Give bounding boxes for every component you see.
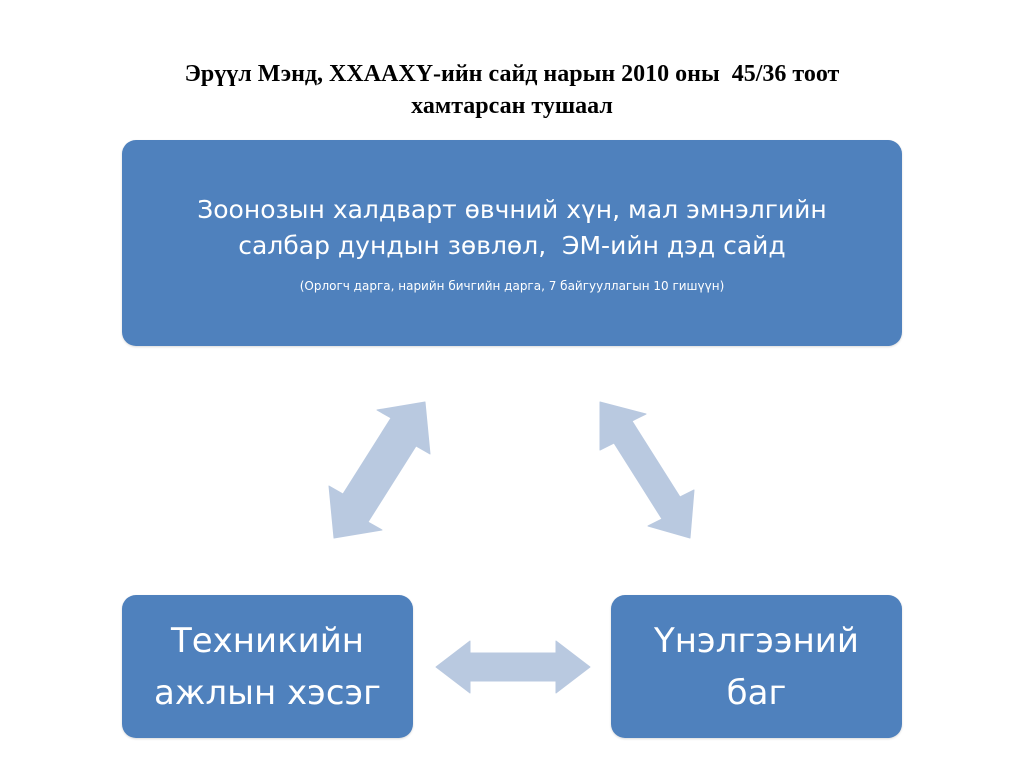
- assessment-team-label: Үнэлгээний баг: [654, 620, 859, 713]
- double-arrow-left-diagonal: [328, 401, 431, 539]
- double-arrow-right-diagonal: [599, 401, 695, 539]
- assessment-team-box: Үнэлгээний баг: [611, 595, 902, 738]
- technical-working-group-box: Техникийн ажлын хэсэг: [122, 595, 413, 738]
- council-box: Зоонозын халдварт өвчний хүн, мал эмнэлг…: [122, 140, 902, 346]
- technical-working-group-label: Техникийн ажлын хэсэг: [153, 620, 382, 713]
- council-box-sub-text: (Орлогч дарга, нарийн бичгийн дарга, 7 б…: [299, 279, 725, 293]
- slide-title: Эрүүл Мэнд, ХХААХҮ-ийн сайд нарын 2010 о…: [184, 61, 840, 119]
- double-arrow-horizontal: [435, 640, 591, 694]
- council-box-main-text: Зоонозын халдварт өвчний хүн, мал эмнэлг…: [197, 195, 827, 260]
